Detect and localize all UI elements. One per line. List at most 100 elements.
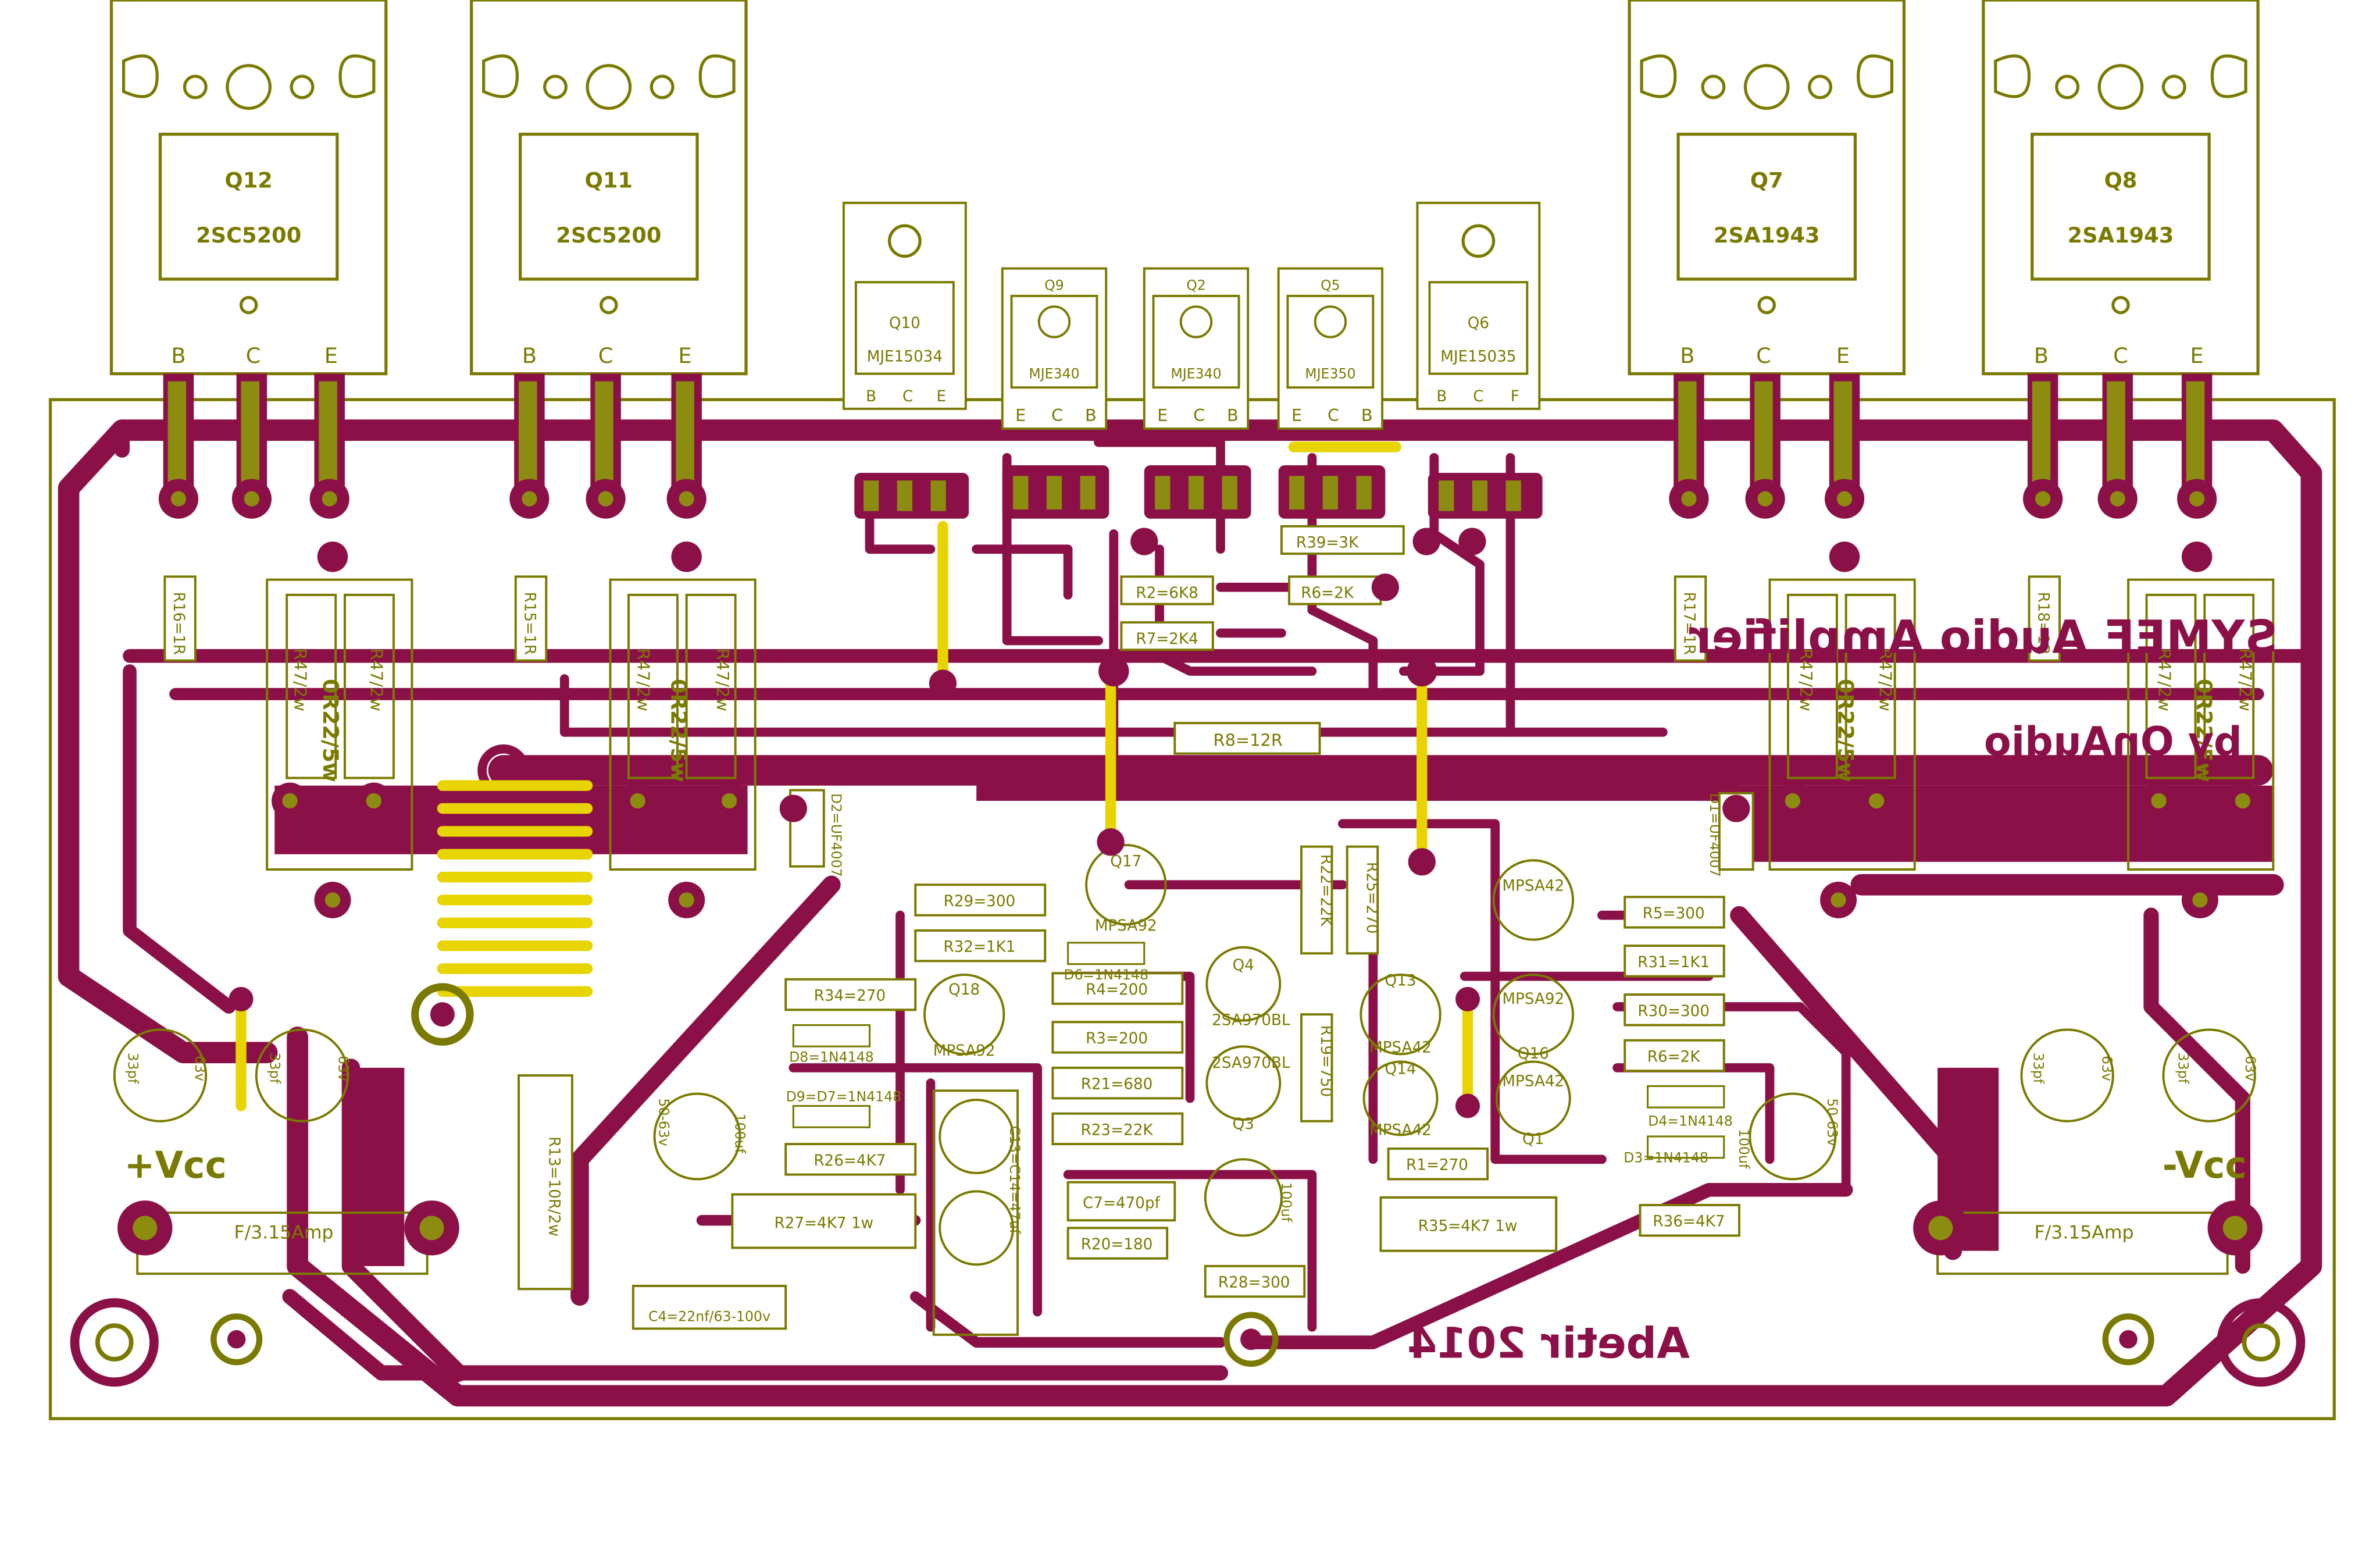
svg-text:R21=680: R21=680: [1081, 1076, 1153, 1093]
q10-part: MJE15034: [867, 348, 943, 366]
board-title: SYMEF Audio Amplifier: [1689, 611, 2278, 664]
r8-label: R8=12R: [1214, 730, 1283, 750]
svg-text:R26=4K7: R26=4K7: [813, 1152, 886, 1170]
svg-text:R22=22K: R22=22K: [1317, 854, 1334, 927]
svg-text:D4=1N4148: D4=1N4148: [1648, 1113, 1733, 1129]
svg-text:63v: 63v: [2099, 1056, 2115, 1081]
q6-pin-b: B: [1436, 388, 1447, 405]
svg-text:R47/2w: R47/2w: [367, 648, 387, 711]
svg-text:0R22/5w: 0R22/5w: [318, 679, 343, 782]
q6-pin-c: C: [1473, 388, 1483, 405]
q7-ref: Q7: [1750, 168, 1783, 193]
svg-text:D2=UF4007: D2=UF4007: [828, 793, 844, 877]
jumper-wires: [235, 441, 1473, 1111]
svg-text:0R22/5w: 0R22/5w: [2192, 679, 2217, 782]
q11-part: 2SC5200: [556, 223, 661, 248]
svg-text:R34=270: R34=270: [814, 988, 886, 1005]
svg-text:Q13: Q13: [1385, 972, 1416, 989]
q6-ref: Q6: [1468, 315, 1489, 332]
svg-text:33pf: 33pf: [124, 1053, 141, 1084]
svg-text:R5=300: R5=300: [1643, 905, 1705, 922]
q5-part: MJE350: [1305, 365, 1355, 382]
pads: [158, 479, 2261, 1118]
svg-text:50-63v: 50-63v: [655, 1098, 672, 1146]
svg-text:R30=300: R30=300: [1637, 1003, 1710, 1020]
q9-pin-e: E: [1015, 405, 1026, 425]
board-subtitle: by OnAudio: [1984, 719, 2242, 765]
svg-text:50-63v: 50-63v: [1824, 1098, 1840, 1146]
svg-text:R20=180: R20=180: [1081, 1236, 1153, 1253]
svg-text:D8=1N4148: D8=1N4148: [789, 1049, 874, 1065]
q8-pin-c: C: [2113, 343, 2128, 368]
svg-text:R47/2w: R47/2w: [1796, 648, 1816, 711]
svg-text:R19=750: R19=750: [1317, 1025, 1334, 1097]
base-resistors: R16=1R R15=1R R17=1R R18=1R: [163, 575, 2061, 662]
svg-text:0R22/5w: 0R22/5w: [666, 679, 691, 782]
svg-text:Q16: Q16: [1518, 1045, 1549, 1063]
svg-text:D6=1N4148: D6=1N4148: [1064, 967, 1148, 983]
svg-text:R1=270: R1=270: [1406, 1157, 1468, 1174]
svg-text:D9=D7=1N4148: D9=D7=1N4148: [786, 1089, 902, 1105]
q12-pin-b: B: [171, 343, 185, 368]
r39-label: R39=3K: [1296, 534, 1359, 552]
svg-text:R47/2w: R47/2w: [634, 648, 654, 711]
svg-text:2SA970BL: 2SA970BL: [1212, 1012, 1290, 1029]
svg-text:100uf: 100uf: [1736, 1129, 1752, 1169]
diodes: D2=UF4007 D1=UF4007 D6=1N4148 D8=1N4148 …: [786, 789, 1754, 1166]
transistor-q7: Q7 2SA1943 B C E: [1628, 0, 1906, 376]
transistor-q6: Q6 MJE15035 B C F: [1416, 201, 1541, 410]
q5-pin-b: B: [1361, 405, 1373, 425]
q2-pin-b: B: [1227, 405, 1239, 425]
svg-text:Q17: Q17: [1110, 853, 1141, 871]
emitter-resistor-labels: R47/2w R47/2w 0R22/5w R47/2w R47/2w 0R22…: [290, 648, 2255, 782]
q11-pin-c: C: [598, 343, 613, 368]
svg-text:33pf: 33pf: [2175, 1053, 2192, 1084]
svg-text:C13=C14=47uf: C13=C14=47uf: [1007, 1126, 1023, 1234]
svg-text:D1=UF4007: D1=UF4007: [1707, 793, 1723, 877]
r2-label: R2=6K8: [1136, 585, 1198, 602]
r7-label: R7=2K4: [1136, 630, 1198, 648]
transistor-q11: Q11 2SC5200 B C E: [470, 0, 748, 376]
q8-ref: Q8: [2104, 168, 2138, 193]
svg-text:63v: 63v: [192, 1056, 208, 1081]
fuse-right-label: F/3.15Amp: [2035, 1223, 2134, 1243]
q12-part: 2SC5200: [196, 223, 301, 248]
q12-pin-e: E: [324, 343, 338, 368]
r17-label: R17=1R: [1680, 592, 1698, 655]
output-inductor: [411, 744, 593, 1046]
q2-ref: Q2: [1186, 277, 1206, 293]
svg-text:2SA970BL: 2SA970BL: [1212, 1054, 1290, 1072]
fuse-left-label: F/3.15Amp: [234, 1223, 334, 1243]
svg-text:R4=200: R4=200: [1086, 981, 1148, 999]
q11-pin-e: E: [678, 343, 691, 368]
svg-text:C4=22nf/63-100v: C4=22nf/63-100v: [648, 1308, 770, 1324]
bias-resistors: R8=12R R39=3K R2=6K8 R6=2K R7=2K4: [1120, 525, 1405, 755]
svg-text:33pf: 33pf: [2030, 1053, 2046, 1084]
q7-pin-b: B: [1680, 343, 1694, 368]
svg-text:D3=1N4148: D3=1N4148: [1623, 1150, 1708, 1166]
small-transistors: [923, 844, 1575, 1136]
q6-part: MJE15035: [1440, 348, 1516, 366]
svg-text:R27=4K7 1w: R27=4K7 1w: [775, 1214, 874, 1232]
svg-text:Q1: Q1: [1522, 1131, 1544, 1148]
q8-pin-b: B: [2034, 343, 2049, 368]
q5-pin-c: C: [1328, 405, 1339, 425]
svg-text:R29=300: R29=300: [944, 893, 1016, 910]
q5-ref: Q5: [1321, 277, 1340, 293]
svg-text:63v: 63v: [335, 1056, 351, 1081]
svg-text:R6=2K: R6=2K: [1647, 1048, 1701, 1066]
q2-pin-e: E: [1157, 405, 1168, 425]
svg-text:63v: 63v: [2242, 1056, 2258, 1081]
q9-ref: Q9: [1044, 277, 1064, 293]
q9-part: MJE340: [1029, 365, 1079, 382]
svg-text:R13=10R/2w: R13=10R/2w: [545, 1136, 563, 1236]
copper-traces: [58, 419, 2322, 1407]
svg-text:Q14: Q14: [1385, 1060, 1416, 1078]
r6-label: R6=2K: [1301, 585, 1354, 602]
svg-text:MPSA42: MPSA42: [1502, 878, 1564, 895]
supply-terminals: [70, 1200, 2306, 1387]
svg-text:Q3: Q3: [1233, 1116, 1254, 1133]
svg-text:C7=470pf: C7=470pf: [1083, 1195, 1161, 1212]
